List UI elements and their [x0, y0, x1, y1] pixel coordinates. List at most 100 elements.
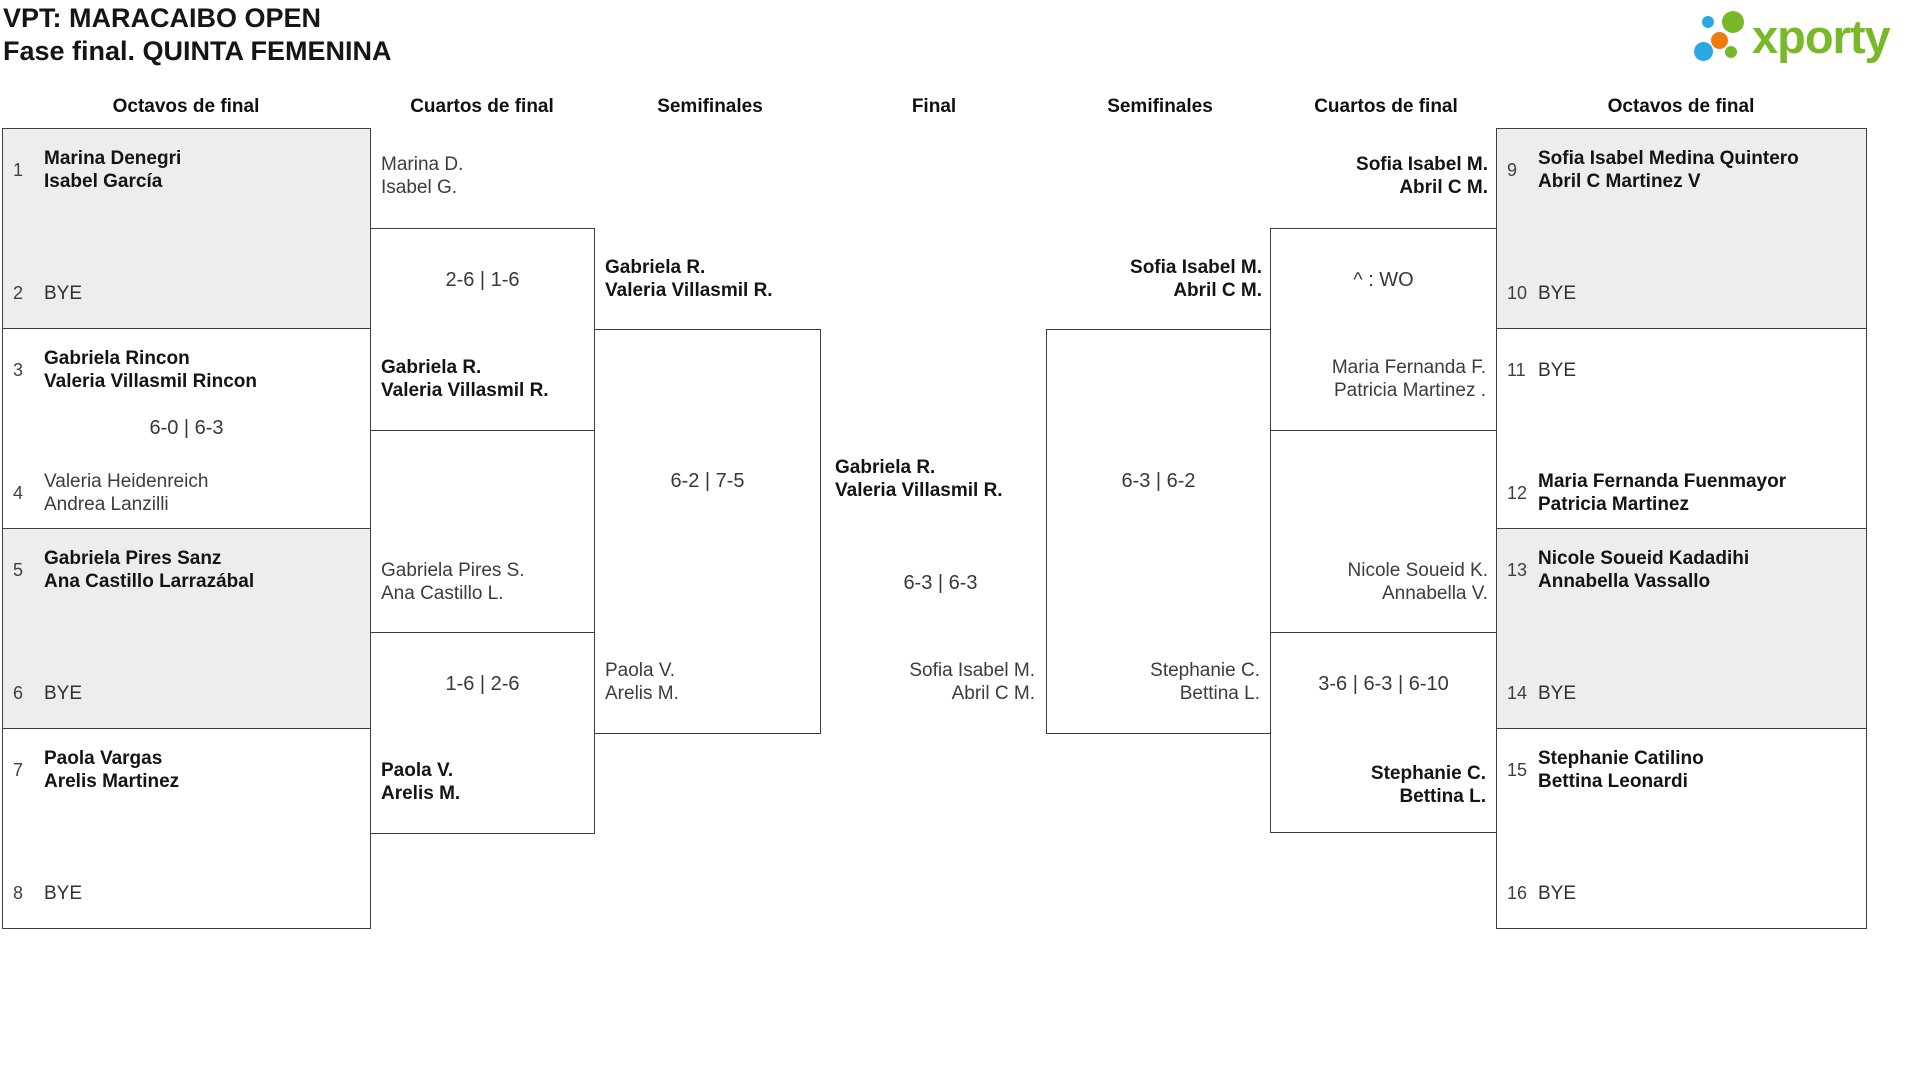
player-name: Maria Fernanda Fuenmayor	[1538, 471, 1787, 492]
player-name: Gabriela Pires Sanz	[44, 548, 222, 569]
team-names: BYE	[1538, 359, 1576, 382]
semifinal-right-loser-team: Stephanie C. Bettina L.	[1150, 659, 1260, 705]
semifinal-right-winner-team: Sofia Isabel M. Abril C M.	[1046, 256, 1262, 302]
match-score: 2-6 | 1-6	[445, 269, 520, 291]
player-name: Ana Castillo Larrazábal	[44, 571, 255, 592]
team-names: BYE	[44, 682, 82, 705]
logo-dot-icon	[1725, 46, 1737, 58]
player-name: Bettina L.	[1179, 683, 1260, 704]
player-name: Isabel García	[44, 171, 163, 192]
player-name: Abril C M.	[1173, 280, 1262, 301]
team-slot: 4 Valeria Heidenreich Andrea Lanzilli	[13, 466, 364, 520]
team-names: Maria Fernanda Fuenmayor Patricia Martin…	[1538, 470, 1786, 516]
round-header-octavos-right: Octavos de final	[1607, 96, 1755, 117]
player-name: Paola Vargas	[44, 748, 163, 769]
team-names: BYE	[1538, 882, 1576, 905]
team-names: Sofia Isabel Medina Quintero Abril C Mar…	[1538, 147, 1799, 193]
player-name: Sofia Isabel M.	[1130, 257, 1262, 278]
player-name: Sofia Isabel M.	[1356, 154, 1488, 175]
player-name: Valeria Villasmil R.	[835, 480, 1003, 501]
logo-dot-icon	[1711, 32, 1728, 49]
cuartos-right-2-winner-team: Stephanie C. Bettina L.	[1371, 762, 1486, 808]
player-name: Andrea Lanzilli	[44, 494, 169, 515]
round-header-cuartos-left: Cuartos de final	[410, 96, 554, 117]
octavos-right-match-3-box: 13 Nicole Soueid Kadadihi Annabella Vass…	[1496, 528, 1867, 729]
seed-number: 7	[13, 759, 24, 780]
player-name: Gabriela R.	[835, 457, 936, 478]
team-slot: 15 Stephanie Catilino Bettina Leonardi	[1507, 739, 1860, 801]
logo-dot-icon	[1722, 11, 1744, 33]
cuartos-left-1-top-team: Marina D. Isabel G.	[381, 153, 463, 199]
cuartos-left-match-1-box: 2-6 | 1-6 Gabriela R. Valeria Villasmil …	[370, 228, 595, 431]
cuartos-right-1-winner-team: Sofia Isabel M. Abril C M.	[1270, 153, 1488, 199]
final-winner-team: Gabriela R. Valeria Villasmil R.	[835, 456, 1003, 502]
player-name: Abril C M.	[1399, 177, 1488, 198]
match-score: ^ : WO	[1353, 269, 1414, 291]
octavos-left-match-1-box: 1 Marina Denegri Isabel García 2 BYE	[2, 128, 371, 329]
bye-label: BYE	[1538, 682, 1577, 704]
team-slot: 16 BYE	[1507, 866, 1860, 920]
octavos-right-match-2-box: 11 BYE 12 Maria Fernanda Fuenmayor Patri…	[1496, 328, 1867, 529]
round-header-octavos-left: Octavos de final	[112, 96, 260, 117]
player-name: Stephanie C.	[1150, 660, 1260, 681]
seed-number: 10	[1507, 282, 1528, 303]
team-slot: 7 Paola Vargas Arelis Martinez	[13, 739, 364, 801]
bye-label: BYE	[1538, 882, 1577, 904]
octavos-right-match-4-box: 15 Stephanie Catilino Bettina Leonardi 1…	[1496, 728, 1867, 929]
team-slot: 9 Sofia Isabel Medina Quintero Abril C M…	[1507, 139, 1860, 201]
player-name: Maria Fernanda F.	[1331, 357, 1486, 378]
team-slot: 3 Gabriela Rincon Valeria Villasmil Rinc…	[13, 339, 364, 401]
player-name: Gabriela Pires S.	[381, 560, 525, 581]
logo-dot-icon	[1702, 16, 1714, 28]
player-name: Gabriela Rincon	[44, 348, 190, 369]
player-name: Arelis M.	[605, 683, 679, 704]
round-header-semis-right: Semifinales	[1107, 96, 1213, 117]
page-title: VPT: MARACAIBO OPEN Fase final. QUINTA F…	[3, 2, 392, 68]
seed-number: 9	[1507, 159, 1518, 180]
player-name: Stephanie Catilino	[1538, 748, 1704, 769]
team-names: Gabriela Pires Sanz Ana Castillo Larrazá…	[44, 547, 254, 593]
match-score: 6-3 | 6-2	[1121, 470, 1196, 492]
bye-label: BYE	[44, 282, 83, 304]
xporty-logo[interactable]: xporty	[1690, 4, 1918, 78]
player-name: Valeria Villasmil Rincon	[44, 371, 257, 392]
bye-label: BYE	[1538, 359, 1577, 381]
player-name: Gabriela R.	[381, 357, 482, 378]
seed-number: 5	[13, 559, 24, 580]
team-names: Paola Vargas Arelis Martinez	[44, 747, 179, 793]
octavos-left-match-3-box: 5 Gabriela Pires Sanz Ana Castillo Larra…	[2, 528, 371, 729]
player-name: Marina Denegri	[44, 148, 182, 169]
player-name: Bettina L.	[1399, 786, 1486, 807]
logo-wordmark: xporty	[1752, 10, 1891, 63]
team-names: Marina Denegri Isabel García	[44, 147, 181, 193]
team-slot: 14 BYE	[1507, 666, 1860, 720]
logo-dot-icon	[1694, 42, 1713, 61]
team-names: Valeria Heidenreich Andrea Lanzilli	[44, 470, 208, 516]
team-names: BYE	[1538, 682, 1576, 705]
match-score: 1-6 | 2-6	[445, 673, 520, 695]
octavos-left-match-2-box: 3 Gabriela Rincon Valeria Villasmil Rinc…	[2, 328, 371, 529]
semifinal-left-winner-team: Gabriela R. Valeria Villasmil R.	[605, 256, 773, 302]
seed-number: 2	[13, 282, 24, 303]
player-name: Stephanie C.	[1370, 763, 1486, 784]
cuartos-right-match-1-box: ^ : WO Maria Fernanda F. Patricia Martin…	[1270, 228, 1497, 431]
bye-label: BYE	[44, 882, 83, 904]
seed-number: 14	[1507, 682, 1528, 703]
phase-category: Fase final. QUINTA FEMENINA	[3, 36, 392, 66]
player-name: Marina D.	[381, 154, 464, 175]
match-score: 6-2 | 7-5	[670, 470, 745, 492]
cuartos-left-match-2-box: 1-6 | 2-6 Paola V. Arelis M.	[370, 632, 595, 834]
cuartos-right-1-loser-team: Maria Fernanda F. Patricia Martinez .	[1332, 356, 1486, 402]
player-name: Sofia Isabel M.	[909, 660, 1035, 681]
team-slot: 6 BYE	[13, 666, 364, 720]
player-name: Paola V.	[605, 660, 676, 681]
round-header-semis-left: Semifinales	[657, 96, 763, 117]
octavos-left-match-4-box: 7 Paola Vargas Arelis Martinez 8 BYE	[2, 728, 371, 929]
team-names: BYE	[44, 282, 82, 305]
team-slot: 8 BYE	[13, 866, 364, 920]
player-name: Sofia Isabel Medina Quintero	[1538, 148, 1799, 169]
player-name: Annabella Vassallo	[1538, 571, 1711, 592]
team-slot: 12 Maria Fernanda Fuenmayor Patricia Mar…	[1507, 466, 1860, 520]
seed-number: 8	[13, 882, 24, 903]
